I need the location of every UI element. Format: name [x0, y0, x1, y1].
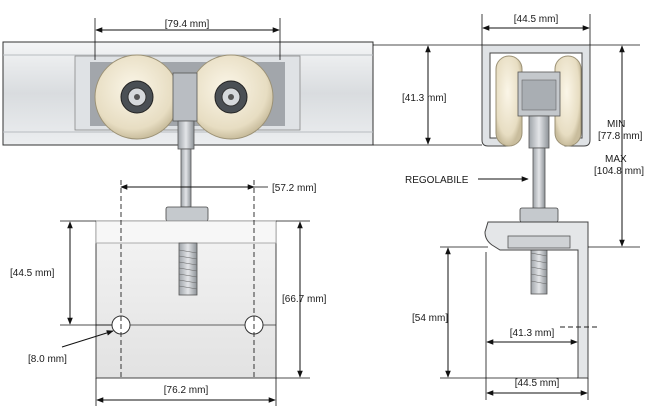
rail-profile-side — [481, 44, 591, 147]
dimension-inner-width: [41.3 mm] — [485, 252, 600, 400]
dimension-label-bracket-width: [44.5 mm] — [515, 378, 560, 389]
dimension-label-plate-width: [76.2 mm] — [164, 385, 209, 396]
front-view: [79.4 mm] [57.2 mm] [44.5 mm] [66.7 mm] … — [2, 18, 374, 406]
dimension-label-hole-spacing: [57.2 mm] — [272, 183, 317, 194]
dimension-label-bracket-height: [54 mm] — [412, 313, 448, 324]
label-min: MIN — [607, 119, 625, 130]
dimension-plate-height: [66.7 mm] — [276, 220, 327, 379]
dimension-label-inner-width: [41.3 mm] — [510, 328, 555, 339]
dimension-min-max: MIN [77.8 mm] MAX [104.8 mm] — [588, 44, 644, 248]
side-view: [44.5 mm] [41.3 mm] MIN [77.8 mm] MAX [1… — [373, 14, 644, 400]
dimension-label-hole-diameter: [8.0 mm] — [28, 354, 67, 365]
wheel-left — [94, 54, 180, 140]
dimension-plate-width: [76.2 mm] — [95, 378, 277, 406]
dimension-hole-spacing: [57.2 mm] — [120, 183, 317, 194]
label-max: MAX — [605, 154, 627, 165]
dimension-rail-width: [44.5 mm] — [481, 14, 591, 45]
trolley-body-front — [165, 72, 209, 222]
callout-adjustable: REGOLABILE — [405, 175, 529, 186]
dimension-bracket-width: [44.5 mm] — [486, 378, 589, 400]
dimension-label-max: [104.8 mm] — [594, 166, 644, 177]
threaded-rod-side — [519, 115, 559, 295]
dimension-label-min: [77.8 mm] — [598, 131, 643, 142]
dimension-label-plate-height: [66.7 mm] — [282, 294, 327, 305]
wheel-right — [188, 54, 274, 140]
label-adjustable: REGOLABILE — [405, 175, 469, 186]
l-bracket-side — [484, 221, 589, 379]
mounting-plate-front — [95, 220, 277, 379]
dimension-bracket-height: [54 mm] — [412, 246, 578, 379]
dimension-hole-diameter: [8.0 mm] — [28, 330, 114, 365]
dimension-label-rail-width: [44.5 mm] — [514, 14, 559, 25]
dimension-label-rail-height: [41.3 mm] — [402, 93, 447, 104]
dimension-label-wheel-spacing: [79.4 mm] — [165, 19, 210, 30]
dimension-wheel-spacing: [79.4 mm] — [94, 18, 281, 60]
dimension-label-hole-height: [44.5 mm] — [10, 268, 55, 279]
wheel-pair-side — [495, 55, 582, 147]
dimension-hole-height: [44.5 mm] — [10, 220, 112, 326]
dimension-rail-height: [41.3 mm] — [373, 44, 482, 146]
